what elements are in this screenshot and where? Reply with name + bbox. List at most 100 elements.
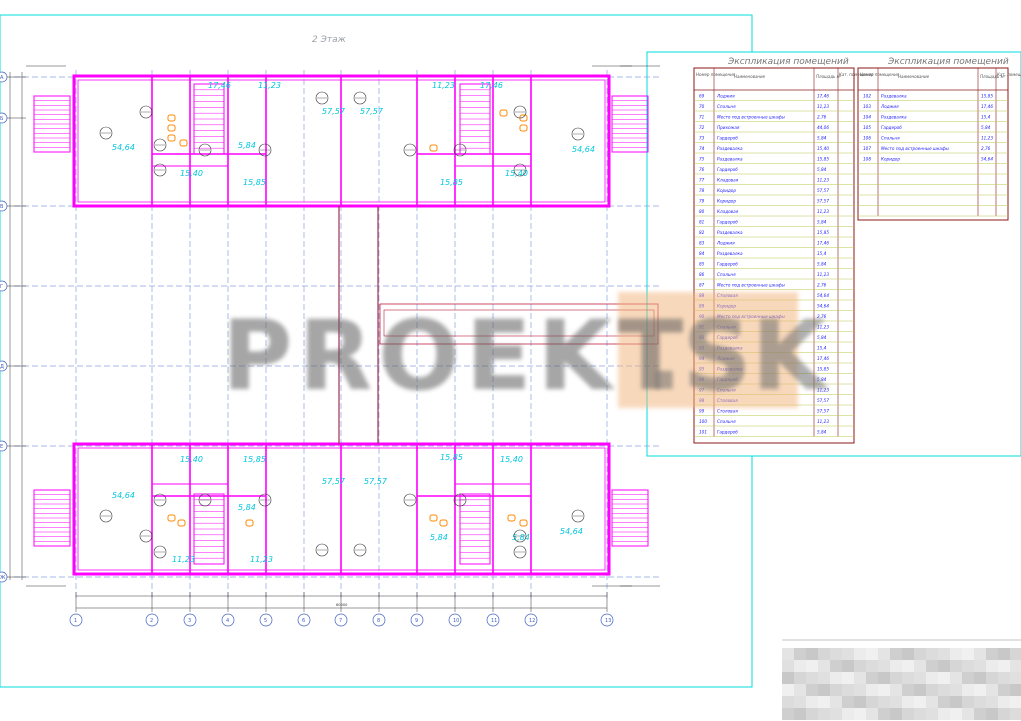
room-marker [153,545,167,559]
mosaic-tile [842,648,854,660]
mosaic-tile [830,672,842,684]
room-area-label: 5,84 [238,141,256,150]
mosaic-tile [806,684,818,696]
mosaic-tile [998,672,1010,684]
row-name: Раздевалка [717,146,743,151]
plumbing-fixture [167,134,176,142]
mosaic-tile [1010,708,1021,720]
mosaic-tile [806,648,818,660]
axis-bubble [372,613,386,627]
axis-label: А [0,75,4,81]
plumbing-fixture [167,114,176,122]
mosaic-tile [974,708,986,720]
plumbing-fixture [429,144,438,152]
row-area: 11,23 [817,325,829,330]
axis-label: В [0,204,4,210]
mosaic-tile [830,684,842,696]
room-marker [513,545,527,559]
row-name: Лоджия [716,241,735,246]
axis-label: 4 [226,618,229,624]
axis-bubble [297,613,311,627]
room-area-label: 57,57 [322,477,346,486]
row-name: Раздевалка [881,115,907,120]
mosaic-tile [902,672,914,684]
room-area-label: 54,64 [112,143,135,152]
mosaic-tile [938,708,950,720]
row-area: 11,23 [817,104,829,109]
mosaic-tile [998,708,1010,720]
room-area-label: 15,85 [440,453,463,462]
row-name: Раздевалка [717,251,743,256]
mosaic-tile [782,684,794,696]
room-area-label: 11,23 [432,81,455,90]
row-name: Раздевалка [717,230,743,235]
mosaic-tile [806,672,818,684]
mosaic-tile [926,660,938,672]
mosaic-tile [806,696,818,708]
mosaic-tile [986,684,998,696]
axis-bubble [524,613,538,627]
row-area: 54,64 [981,157,993,162]
row-area: 11,23 [981,136,993,141]
mosaic-tile [902,684,914,696]
row-name: Спальня [717,104,736,109]
mosaic-tile [986,648,998,660]
mosaic-tile [782,696,794,708]
row-name: Гардероб [717,136,738,141]
mosaic-tile [890,672,902,684]
room-marker [453,493,467,507]
row-area: 11,23 [817,388,829,393]
row-number: 71 [699,115,705,120]
room-area-label: 15,40 [180,169,203,178]
mosaic-tile [986,660,998,672]
row-name: Столовая [717,409,738,414]
plumbing-fixture [439,519,448,527]
mosaic-tile [962,672,974,684]
axis-bubble [0,71,8,83]
row-area: 2,76 [817,314,827,319]
axis-bubble [0,280,8,292]
row-number: 86 [699,272,705,277]
room-marker [198,493,212,507]
mosaic-tile [890,684,902,696]
mosaic-tile [998,684,1010,696]
mosaic-tile [974,648,986,660]
axis-bubble [221,613,235,627]
mosaic-tile [890,660,902,672]
row-name: Место под встроенные шкафы [717,283,786,288]
mosaic-tile [782,660,794,672]
row-name: Гардероб [717,220,738,225]
mosaic-tile [818,648,830,660]
room-marker [353,543,367,557]
mosaic-tile [998,660,1010,672]
column-header-number: Номер помещения [860,72,900,77]
plumbing-fixture [245,519,254,527]
row-area: 54,64 [817,304,829,309]
room-area-label: 5,84 [512,533,530,542]
column-header-area: Площадь м² [816,74,842,79]
room-marker [139,105,153,119]
mosaic-tile [950,672,962,684]
mosaic-tile [794,672,806,684]
mosaic-tile [914,708,926,720]
row-name: Гардероб [717,262,738,267]
room-area-label: 54,64 [112,491,135,500]
mosaic-tile [890,648,902,660]
room-marker [315,543,329,557]
mosaic-tile [914,648,926,660]
plumbing-fixture [167,514,176,522]
mosaic-tile [806,660,818,672]
mosaic-tile [818,660,830,672]
row-area: 11,23 [817,178,829,183]
mosaic-tile [1010,660,1021,672]
row-number: 100 [699,419,707,424]
mosaic-tile [926,684,938,696]
mosaic-tile [842,660,854,672]
plumbing-fixture [519,519,528,527]
mosaic-tile [854,660,866,672]
row-area: 44,06 [817,125,829,130]
row-area: 5,84 [817,262,827,267]
row-number: 78 [699,188,705,193]
axis-bubble [410,613,424,627]
